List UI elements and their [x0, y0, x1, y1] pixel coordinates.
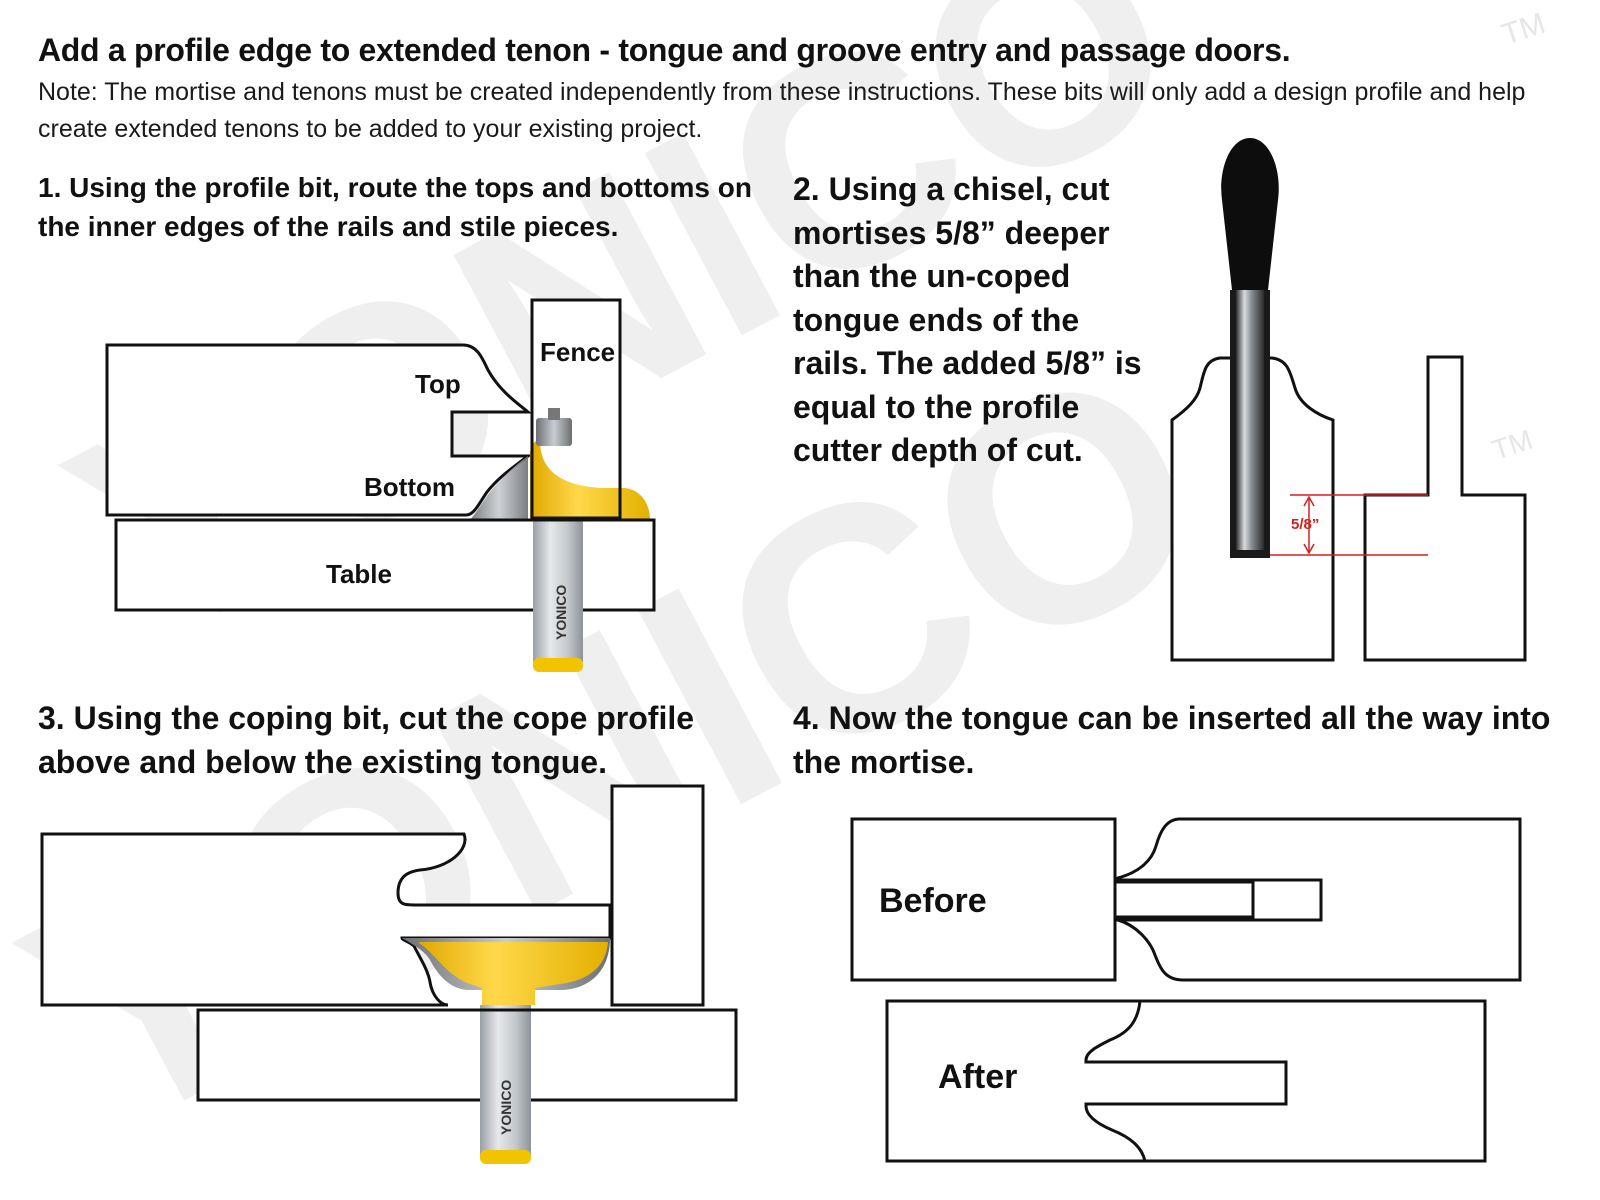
profile-bit-carbide [470, 456, 528, 520]
rail-with-tongue [1363, 355, 1527, 662]
label-before: Before [879, 882, 987, 920]
coping-fence [610, 784, 705, 1007]
before-rail [850, 817, 1117, 982]
page-title: Add a profile edge to extended tenon - t… [38, 32, 1291, 68]
page-note: Note: The mortise and tenons must be cre… [38, 78, 1526, 143]
label-fence: Fence [540, 337, 615, 367]
profile-bit-shank-tip [533, 658, 583, 672]
profile-bit-bolt [548, 408, 560, 420]
diagram-coping: YONICO [40, 784, 738, 1164]
dimension-label: 5/8” [1291, 516, 1319, 533]
before-tongue-extension [1251, 878, 1323, 922]
step-1-text: 1. Using the profile bit, route the tops… [38, 172, 752, 242]
step-4-text: 4. Now the tongue can be inserted all th… [793, 700, 1551, 780]
label-after: After [938, 1058, 1017, 1096]
label-bottom: Bottom [364, 472, 455, 502]
profile-bit-bearing [536, 418, 572, 446]
chisel-handle [1221, 138, 1279, 290]
label-top: Top [415, 369, 461, 399]
after-joint-profile [1084, 1000, 1288, 1162]
trademark-mark-mid: TM [1488, 424, 1536, 466]
label-table: Table [326, 559, 392, 589]
coping-table [196, 1008, 738, 1102]
dimension-arrow-head-top [1303, 495, 1315, 507]
coping-bit-shank-tip [480, 1150, 531, 1164]
workpiece-rail [105, 343, 533, 517]
coping-bit-brand: YONICO [498, 1080, 514, 1135]
diagram-before-after [850, 817, 1522, 1163]
coping-bit-shank [480, 1005, 531, 1155]
coping-bit-body [418, 942, 608, 1005]
trademark-mark-top: TM [1498, 7, 1549, 52]
dimension-arrow-head-bottom [1303, 543, 1315, 555]
profile-bit-shank [533, 520, 583, 662]
diagram-mortise [1170, 138, 1527, 662]
step-3-text: 3. Using the coping bit, cut the cope pr… [38, 700, 695, 780]
step-2-text: 2. Using a chisel, cut mortises 5/8” dee… [793, 171, 1142, 468]
chisel-blade [1236, 290, 1264, 550]
profile-bit-brand: YONICO [553, 585, 569, 640]
diagram-profile-routing: YONICO [105, 298, 656, 672]
